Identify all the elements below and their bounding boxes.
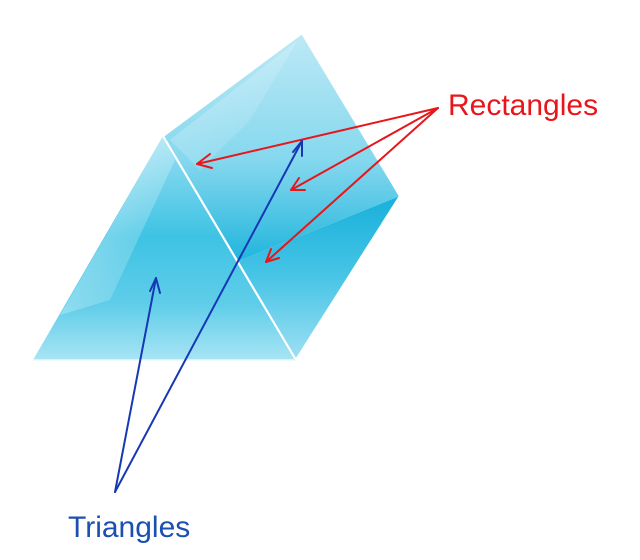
rectangle-arrowhead-2: [290, 177, 306, 191]
front-triangle-face: [33, 136, 296, 360]
triangular-prism: [33, 31, 402, 361]
rectangles-label: Rectangles: [448, 89, 598, 122]
rectangle-arrowhead-1: [196, 153, 213, 169]
rectangle-arrowhead-3: [265, 248, 280, 263]
triangle-arrow-1: [114, 277, 157, 493]
prism-edge-front: [162, 135, 297, 361]
rectangle-arrow-3: [265, 107, 439, 263]
triangle-arrowhead-2: [292, 140, 303, 157]
rectangle-arrow-2: [290, 107, 439, 191]
triangles-label: Triangles: [68, 511, 190, 544]
top-face-shine: [170, 40, 298, 170]
triangle-arrowhead-1: [149, 277, 161, 294]
triangle-arrow-2: [114, 140, 303, 493]
side-rectangle-face: [236, 196, 400, 360]
front-triangle-shine: [60, 136, 175, 315]
rectangle-arrow-1: [196, 107, 439, 165]
triangle-arrows: [114, 140, 303, 493]
prism-edge-top: [162, 31, 402, 361]
top-rectangle-face: [163, 33, 400, 262]
rectangle-arrows: [196, 107, 439, 263]
